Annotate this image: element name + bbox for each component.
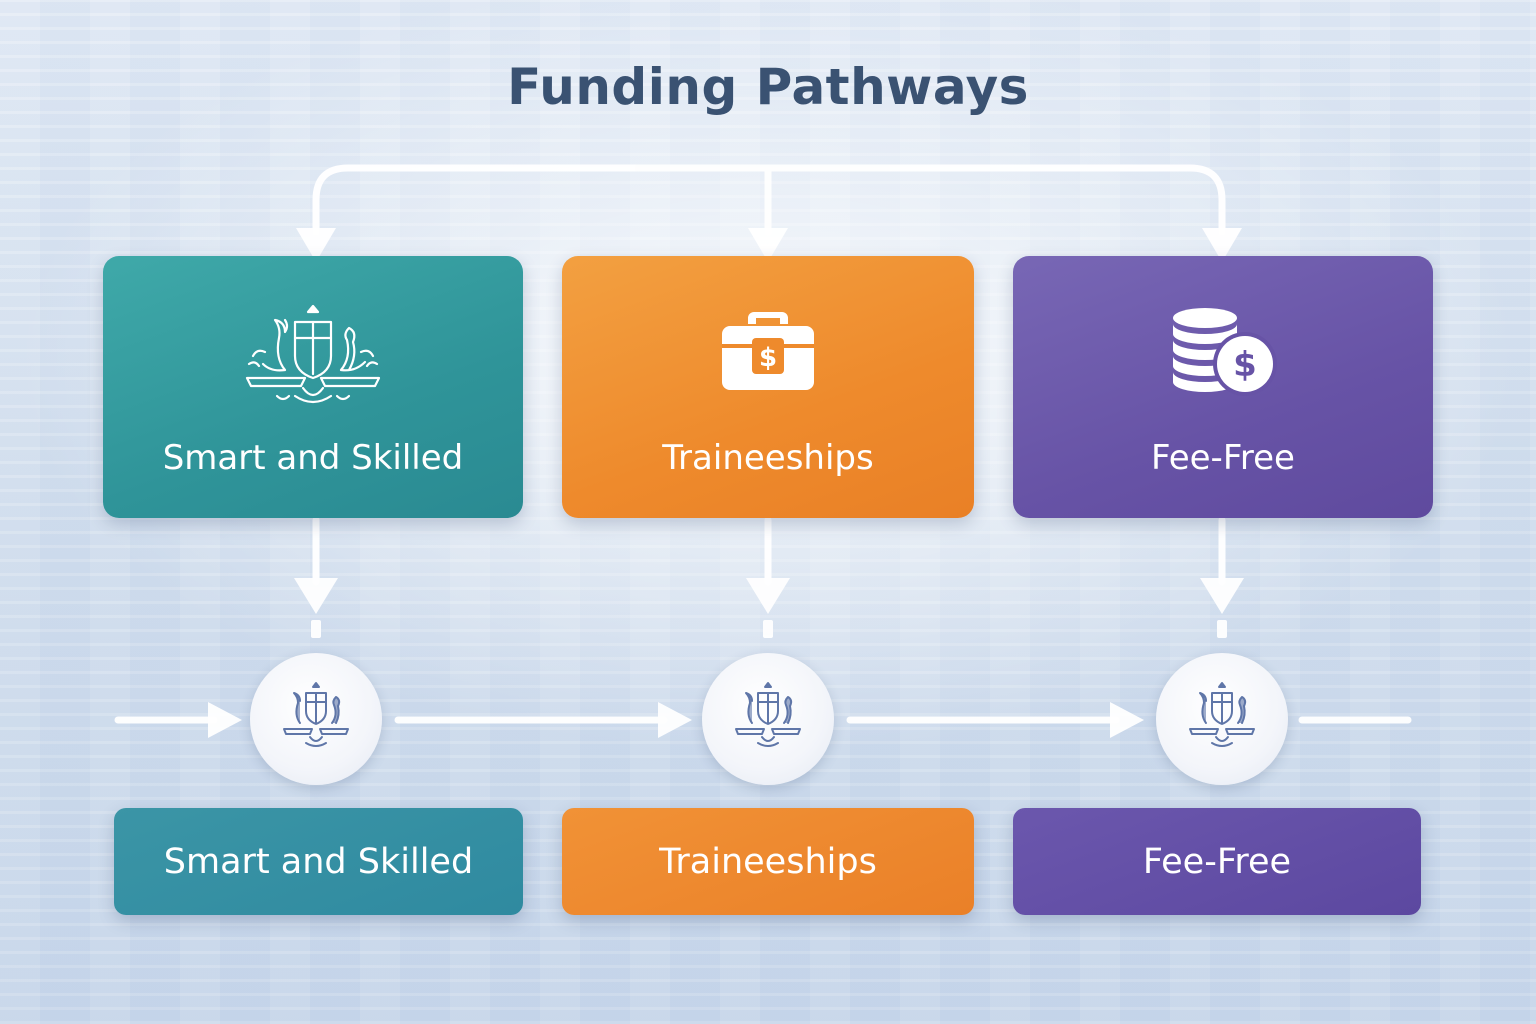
svg-text:$: $ [759,343,777,373]
arrowhead-h-3 [1110,702,1144,738]
tick-2 [763,620,773,638]
bottom-card-label: Smart and Skilled [163,842,474,882]
pathway-node-1[interactable] [250,653,382,785]
card-label: Traineeships [662,438,874,478]
card-fee-free[interactable]: $ Fee-Free [1013,256,1433,518]
coins-dollar-icon: $ [1165,306,1281,402]
pathway-node-2[interactable] [702,653,834,785]
briefcase-dollar-icon: $ [718,302,818,398]
bottom-card-fee-free[interactable]: Fee-Free [1013,808,1421,915]
arrowhead-drop-1 [294,578,338,614]
arrowhead-drop-3 [1200,578,1244,614]
bottom-card-smart-and-skilled[interactable]: Smart and Skilled [114,808,523,915]
coat-of-arms-icon [735,682,801,747]
coat-of-arms-icon [233,300,393,414]
bottom-card-traineeships[interactable]: Traineeships [562,808,974,915]
tick-1 [311,620,321,638]
arrowhead-h-1 [208,702,242,738]
card-label: Smart and Skilled [162,438,464,478]
arrowhead-top-1 [296,228,336,262]
coat-of-arms-icon [1189,682,1255,747]
arrowhead-top-3 [1202,228,1242,262]
card-label: Fee-Free [1151,438,1295,478]
bottom-card-label: Fee-Free [1142,842,1292,882]
tick-3 [1217,620,1227,638]
bottom-card-label: Traineeships [659,842,877,882]
card-smart-and-skilled[interactable]: Smart and Skilled [103,256,523,518]
card-traineeships[interactable]: $ Traineeships [562,256,974,518]
diagram-title: Funding Pathways [507,58,1029,116]
arrowhead-top-2 [748,228,788,262]
pathway-node-3[interactable] [1156,653,1288,785]
coat-of-arms-icon [283,682,349,747]
arrowhead-h-2 [658,702,692,738]
arrowhead-drop-2 [746,578,790,614]
svg-text:$: $ [1233,345,1257,385]
